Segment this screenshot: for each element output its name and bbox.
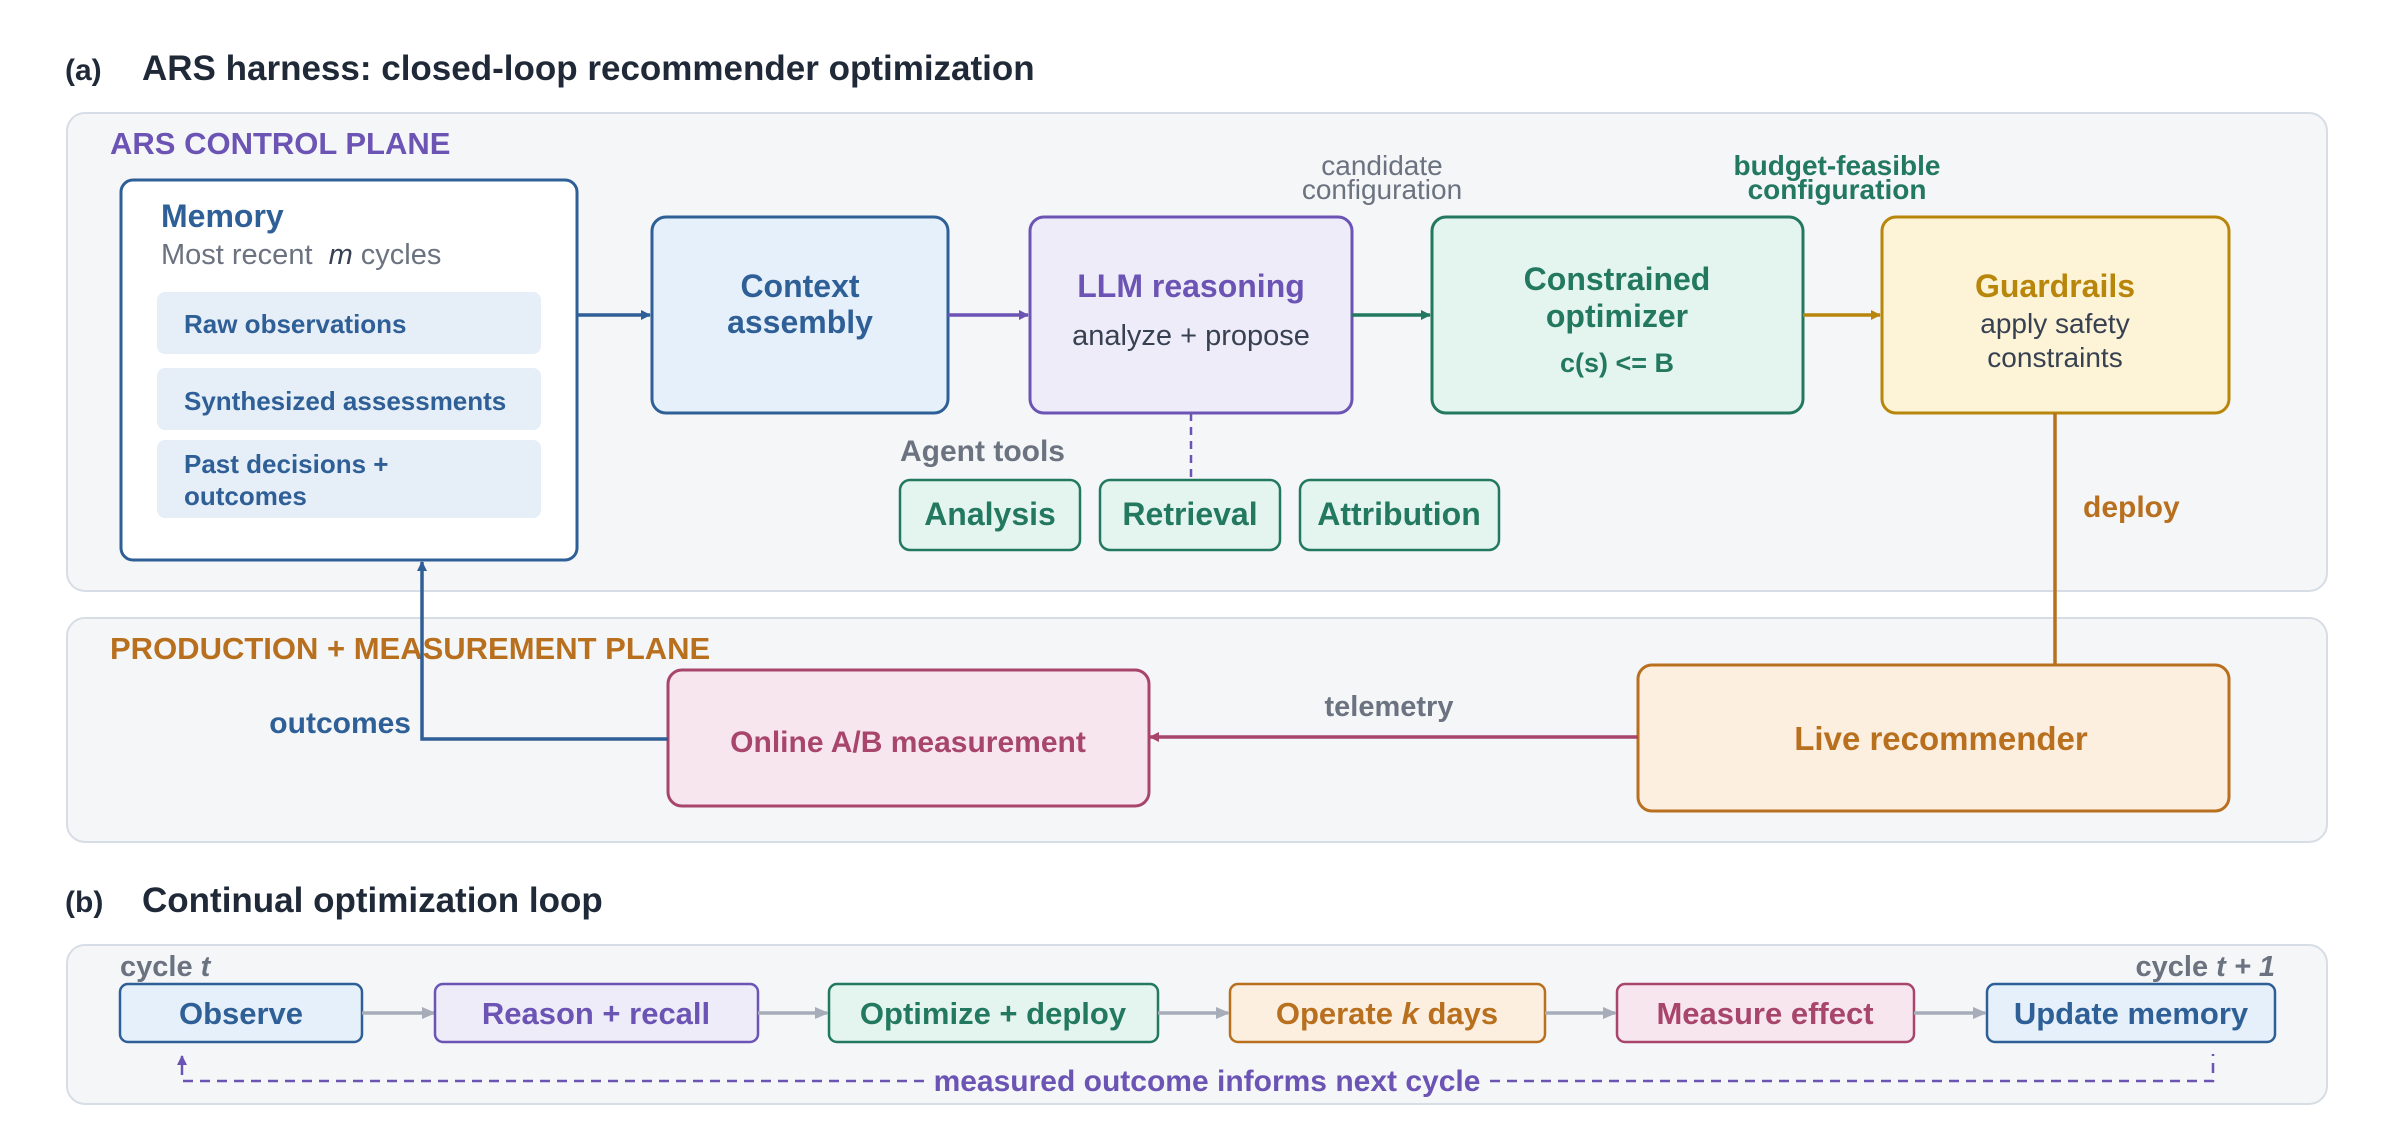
memory-item-synth-label: Synthesized assessments [184, 386, 506, 416]
candidate-label-2: configuration [1302, 174, 1462, 205]
memory-box: Memory Most recent m cycles Raw observat… [119, 178, 579, 562]
guardrails-title: Guardrails [1975, 268, 2135, 304]
memory-item-raw [157, 292, 541, 354]
context-line-1: Context [740, 268, 859, 304]
context-line-2: assembly [727, 304, 873, 340]
budget-label-1: budget-feasible [1734, 150, 1941, 181]
context-assembly-box: Context assembly [650, 215, 950, 415]
tool-analysis: Analysis [898, 478, 1082, 552]
optimizer-formula: c(s) <= B [1560, 348, 1674, 378]
guardrails-line-2: constraints [1987, 342, 2122, 373]
optimizer-line-1: Constrained [1524, 261, 1711, 297]
ab-measurement-box: Online A/B measurement [666, 668, 1151, 808]
step-optimize-deploy: Optimize + deploy [827, 982, 1160, 1044]
step-reason-recall-label: Reason + recall [482, 996, 710, 1031]
step-measure-effect: Measure effect [1615, 982, 1916, 1044]
agent-tools-label: Agent tools [900, 435, 1065, 468]
llm-subtitle: analyze + propose [1072, 320, 1310, 352]
step-optimize-deploy-label: Optimize + deploy [860, 996, 1127, 1031]
step-operate: Operate k days [1228, 982, 1547, 1044]
telemetry-label: telemetry [1325, 691, 1454, 723]
step-measure-effect-label: Measure effect [1656, 996, 1873, 1031]
cycle-right-label: cycle t + 1 [2136, 951, 2275, 983]
panel-a-title: ARS harness: closed-loop recommender opt… [142, 49, 1035, 88]
step-reason-recall: Reason + recall [433, 982, 760, 1044]
control-plane-label: ARS CONTROL PLANE [110, 126, 450, 161]
memory-item-past-label-1: Past decisions + [184, 449, 388, 479]
tool-analysis-label: Analysis [924, 496, 1056, 532]
llm-title: LLM reasoning [1077, 268, 1305, 304]
llm-reasoning-box: LLM reasoning analyze + propose [1028, 215, 1354, 415]
outcomes-label: outcomes [269, 707, 411, 740]
tool-attribution: Attribution [1298, 478, 1501, 552]
memory-item-past [157, 440, 541, 518]
panel-b-title: Continual optimization loop [142, 881, 603, 920]
guardrails-line-1: apply safety [1980, 308, 2129, 339]
memory-item-raw-label: Raw observations [184, 309, 407, 339]
step-update-memory: Update memory [1985, 982, 2277, 1044]
live-recommender-box: Live recommender [1636, 663, 2231, 813]
memory-title: Memory [161, 198, 284, 234]
budget-label-2: configuration [1748, 174, 1927, 205]
constrained-optimizer-box: Constrained optimizer c(s) <= B [1430, 215, 1805, 415]
tool-retrieval-label: Retrieval [1122, 496, 1257, 532]
feedback-label: measured outcome informs next cycle [934, 1065, 1481, 1098]
feedback-loop-right [1490, 1054, 2215, 1083]
live-recommender-label: Live recommender [1794, 720, 2088, 757]
memory-item-synth [157, 368, 541, 430]
memory-subtitle: Most recent m cycles [161, 239, 441, 271]
guardrails-box: Guardrails apply safety constraints [1880, 215, 2231, 415]
panel-a-letter: (a) [65, 54, 102, 87]
feedback-loop-left [177, 1055, 924, 1083]
candidate-label-1: candidate [1321, 150, 1442, 181]
ab-measurement-label: Online A/B measurement [730, 726, 1086, 759]
production-plane-label: PRODUCTION + MEASUREMENT PLANE [110, 631, 710, 666]
step-observe: Observe [118, 982, 364, 1044]
step-observe-label: Observe [179, 996, 303, 1031]
step-update-memory-label: Update memory [2014, 996, 2249, 1031]
tool-retrieval: Retrieval [1098, 478, 1282, 552]
deploy-label: deploy [2083, 491, 2180, 524]
arrow-outcomes [417, 561, 668, 741]
step-operate-label: Operate k days [1276, 996, 1498, 1031]
memory-item-past-label-2: outcomes [184, 481, 307, 511]
tool-attribution-label: Attribution [1317, 496, 1481, 532]
cycle-left-label: cycle t [120, 951, 212, 983]
panel-b-letter: (b) [65, 886, 103, 919]
optimizer-line-2: optimizer [1546, 298, 1688, 334]
